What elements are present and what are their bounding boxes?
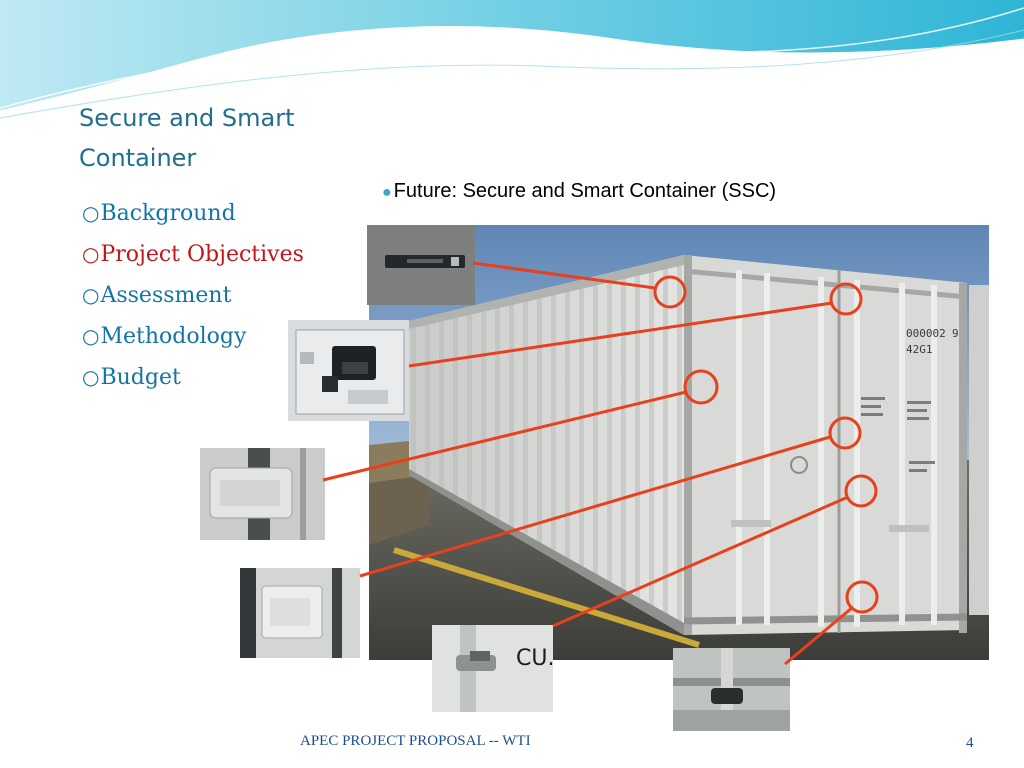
slide-title: Secure and Smart Container	[79, 98, 379, 178]
sensor-box-photo	[288, 320, 409, 421]
circle-bullet-icon: ○	[82, 324, 100, 348]
title-line-2: Container	[79, 144, 197, 172]
nav-item-budget[interactable]: ○Budget	[82, 357, 304, 398]
hinge-sensor-photo-1	[200, 448, 325, 540]
highlight-circle-5	[844, 474, 878, 508]
callout-line-hinge-2	[359, 435, 831, 578]
highlight-circle-4	[828, 416, 862, 450]
callout-line-sensor-box	[408, 301, 833, 368]
ssc-heading-text: Future: Secure and Smart Container (SSC)	[393, 180, 777, 202]
circle-bullet-icon: ○	[82, 365, 100, 389]
container-type-code-text: 42G1	[906, 343, 933, 356]
nav-item-label: Budget	[100, 365, 181, 390]
callout-line-seal	[472, 261, 656, 290]
title-line-1: Secure and Smart	[79, 104, 295, 132]
nav-item-label: Methodology	[100, 324, 247, 349]
door-latch-photo: CU.	[432, 625, 553, 712]
nav-item-methodology[interactable]: ○Methodology	[82, 316, 304, 357]
header-wave-decoration	[0, 0, 1024, 119]
nav-item-label: Assessment	[100, 283, 232, 308]
circle-bullet-icon: ○	[82, 283, 100, 307]
footer-text: APEC PROJECT PROPOSAL -- WTI	[300, 733, 531, 749]
highlight-circle-6	[845, 580, 879, 614]
locking-bar-photo	[673, 648, 790, 731]
callout-line-door-latch	[552, 495, 849, 628]
circle-bullet-icon: ○	[82, 242, 100, 266]
highlight-circle-2	[829, 282, 863, 316]
highlight-circle-3	[683, 369, 719, 405]
page-number: 4	[966, 735, 974, 751]
container-number-text: 000002	[906, 327, 946, 340]
hinge-sensor-photo-2	[240, 568, 360, 658]
seal-device-photo	[367, 225, 475, 305]
callout-line-hinge-1	[322, 390, 687, 482]
callout-line-locking-bar	[784, 605, 854, 666]
container-check-digit-text: 9	[952, 327, 959, 340]
round-bullet-icon: ●	[382, 184, 392, 201]
nav-item-label: Background	[100, 201, 236, 226]
stencil-text: CU.	[516, 646, 553, 671]
nav-item-project-objectives[interactable]: ○Project Objectives	[82, 234, 304, 275]
nav-item-background[interactable]: ○Background	[82, 193, 304, 234]
ssc-heading: ●Future: Secure and Smart Container (SSC…	[382, 178, 776, 206]
nav-item-assessment[interactable]: ○Assessment	[82, 275, 304, 316]
nav-item-label: Project Objectives	[100, 242, 304, 267]
circle-bullet-icon: ○	[82, 201, 100, 225]
section-nav: ○Background ○Project Objectives ○Assessm…	[82, 193, 304, 398]
highlight-circle-1	[653, 275, 687, 309]
